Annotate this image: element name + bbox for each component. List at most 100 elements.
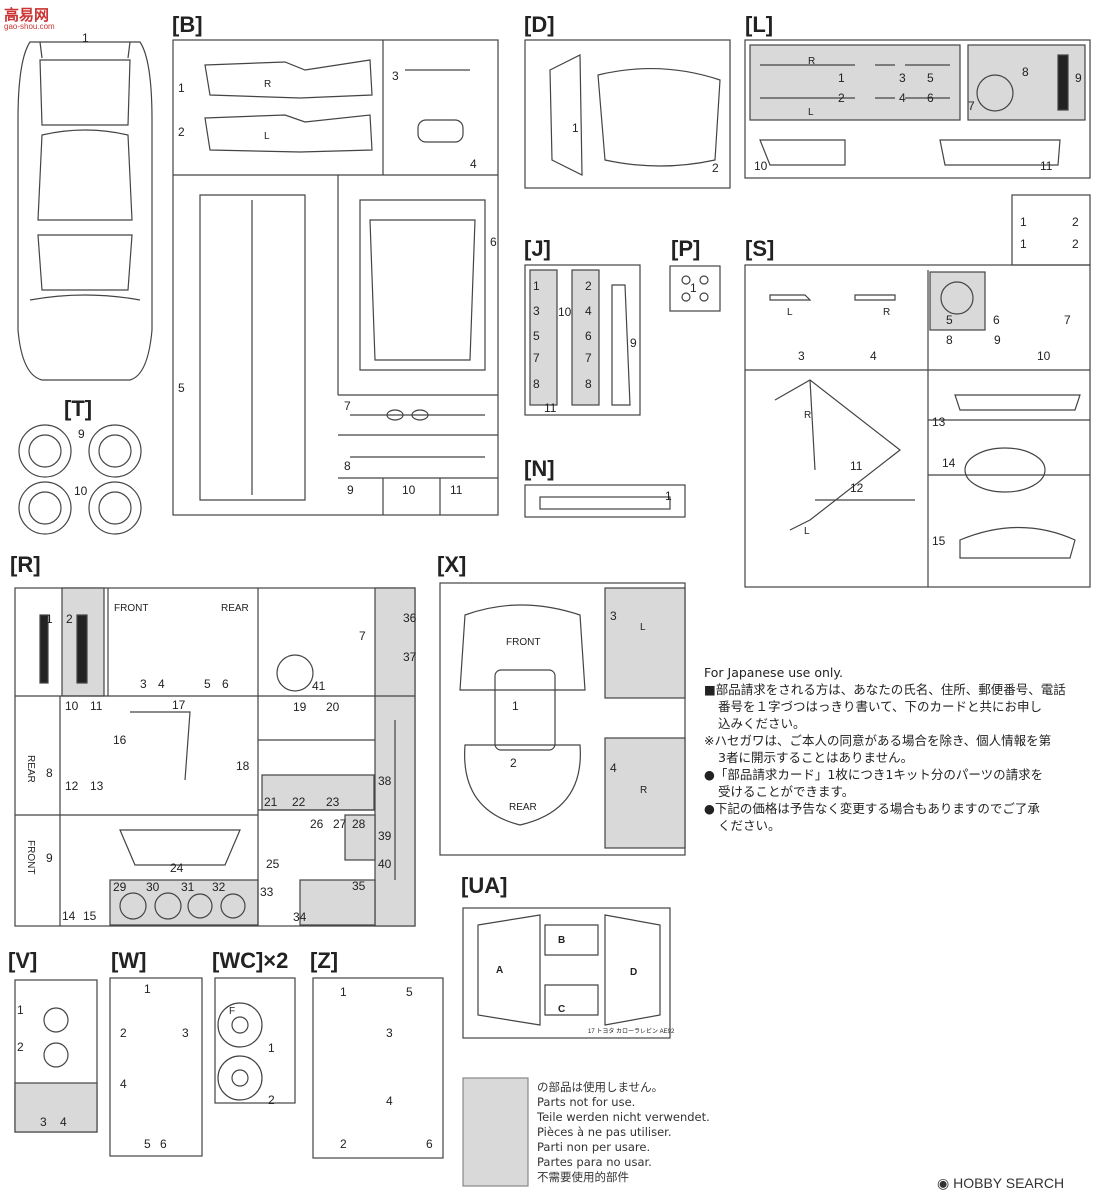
svg-text:1: 1 bbox=[838, 71, 845, 85]
svg-text:2: 2 bbox=[120, 1026, 127, 1040]
svg-text:5: 5 bbox=[204, 677, 211, 691]
svg-text:2: 2 bbox=[66, 612, 73, 626]
sprue-ua-title: [UA] bbox=[461, 873, 507, 898]
svg-text:6: 6 bbox=[585, 329, 592, 343]
svg-text:6: 6 bbox=[490, 235, 497, 249]
svg-text:24: 24 bbox=[170, 861, 184, 875]
svg-text:2: 2 bbox=[712, 161, 719, 175]
svg-text:1: 1 bbox=[1020, 237, 1027, 251]
svg-text:4: 4 bbox=[386, 1094, 393, 1108]
svg-text:28: 28 bbox=[352, 817, 366, 831]
svg-text:14: 14 bbox=[942, 456, 956, 470]
sprue-l-title: [L] bbox=[745, 12, 773, 37]
svg-text:8: 8 bbox=[1022, 65, 1029, 79]
svg-text:17: 17 bbox=[172, 698, 186, 712]
svg-text:13: 13 bbox=[932, 415, 946, 429]
svg-text:26: 26 bbox=[310, 817, 324, 831]
sprue-n-frame bbox=[524, 484, 686, 518]
hobbysearch-logo-icon: ◉ bbox=[937, 1175, 954, 1191]
svg-text:9: 9 bbox=[1075, 71, 1082, 85]
svg-text:4: 4 bbox=[899, 91, 906, 105]
svg-text:2: 2 bbox=[1072, 237, 1079, 251]
svg-text:2: 2 bbox=[510, 756, 517, 770]
svg-text:6: 6 bbox=[993, 313, 1000, 327]
svg-text:30: 30 bbox=[146, 880, 160, 894]
r-front-label: FRONT bbox=[114, 603, 148, 614]
svg-text:5: 5 bbox=[178, 381, 185, 395]
svg-text:10: 10 bbox=[1037, 349, 1051, 363]
sprue-j-title: [J] bbox=[524, 236, 551, 261]
svg-text:10: 10 bbox=[402, 483, 416, 497]
watermark-url: gao-shou.com bbox=[4, 22, 55, 31]
svg-text:7: 7 bbox=[359, 629, 366, 643]
svg-text:14: 14 bbox=[62, 909, 76, 923]
svg-text:7: 7 bbox=[1064, 313, 1071, 327]
svg-text:9: 9 bbox=[46, 851, 53, 865]
svg-text:9: 9 bbox=[347, 483, 354, 497]
svg-text:4: 4 bbox=[610, 761, 617, 775]
svg-text:21: 21 bbox=[264, 795, 278, 809]
notes-header: For Japanese use only. bbox=[704, 665, 843, 680]
sprue-z-title: [Z] bbox=[310, 948, 338, 973]
notes-line-7: 受けることができます。 bbox=[718, 784, 855, 799]
cover-number: 1 bbox=[82, 31, 89, 45]
legend-line-en: Parts not for use. bbox=[537, 1095, 636, 1109]
svg-text:6: 6 bbox=[222, 677, 229, 691]
sprue-w-title: [W] bbox=[111, 948, 146, 973]
sprue-wc-frame bbox=[214, 977, 296, 1104]
svg-text:13: 13 bbox=[90, 779, 104, 793]
s12-l-label: L bbox=[804, 526, 810, 537]
svg-text:34: 34 bbox=[293, 910, 307, 924]
sprue-j-frame bbox=[524, 264, 641, 416]
svg-text:11: 11 bbox=[90, 699, 103, 713]
ua-d-label: D bbox=[630, 967, 637, 978]
hobbysearch-watermark: ◉ HOBBY SEARCH bbox=[937, 1175, 1064, 1192]
legend-line-de: Teile werden nicht verwendet. bbox=[537, 1110, 710, 1124]
s3-l-label: L bbox=[787, 307, 793, 318]
svg-text:8: 8 bbox=[46, 766, 53, 780]
svg-text:6: 6 bbox=[927, 91, 934, 105]
svg-text:3: 3 bbox=[392, 69, 399, 83]
ua-c-label: C bbox=[558, 1004, 565, 1015]
legend-line-zh: 不需要使用的部件 bbox=[537, 1170, 629, 1184]
s11-r-label: R bbox=[804, 410, 811, 421]
notes-line-4: ※ハセガワは、ご本人の同意がある場合を除き、個人情報を第 bbox=[704, 733, 1052, 748]
watermark-logo-cn: 高易网 bbox=[4, 6, 50, 24]
svg-text:5: 5 bbox=[406, 985, 413, 999]
r8-rear-label: REAR bbox=[25, 755, 36, 783]
svg-text:9: 9 bbox=[630, 336, 637, 350]
x-front-label: FRONT bbox=[506, 637, 540, 648]
svg-text:36: 36 bbox=[403, 611, 417, 625]
svg-text:1: 1 bbox=[665, 489, 672, 503]
svg-text:10: 10 bbox=[74, 484, 88, 498]
sprue-l-frame bbox=[744, 39, 1091, 179]
svg-text:2: 2 bbox=[178, 125, 185, 139]
b2-l-label: L bbox=[264, 131, 270, 142]
sprue-wc-title: [WC]×2 bbox=[212, 948, 288, 973]
svg-text:27: 27 bbox=[333, 817, 347, 831]
svg-text:37: 37 bbox=[403, 650, 417, 664]
svg-text:4: 4 bbox=[120, 1077, 127, 1091]
notes-line-2: 番号を１字づつはっきり書いて、下のカードと共にお申し bbox=[718, 699, 1043, 714]
svg-text:15: 15 bbox=[932, 534, 946, 548]
sprue-v-frame bbox=[14, 979, 98, 1133]
l1-r-label: R bbox=[808, 56, 815, 67]
svg-text:4: 4 bbox=[470, 157, 477, 171]
svg-text:9: 9 bbox=[78, 427, 85, 441]
svg-text:41: 41 bbox=[312, 679, 326, 693]
svg-text:4: 4 bbox=[158, 677, 165, 691]
svg-text:1: 1 bbox=[1020, 215, 1027, 229]
ua-caption: 17 トヨタ カローラレビン AE92 bbox=[588, 1027, 675, 1035]
sprue-d-title: [D] bbox=[524, 12, 555, 37]
sprue-x-title: [X] bbox=[437, 552, 466, 577]
legend-line-es: Partes para no usar. bbox=[537, 1155, 652, 1169]
svg-text:7: 7 bbox=[585, 351, 592, 365]
unused-parts-swatch bbox=[462, 1077, 529, 1187]
svg-text:12: 12 bbox=[850, 481, 864, 495]
svg-text:8: 8 bbox=[344, 459, 351, 473]
r9-front-label: FRONT bbox=[25, 840, 36, 874]
svg-text:3: 3 bbox=[182, 1026, 189, 1040]
sprue-t-tires bbox=[18, 424, 142, 535]
